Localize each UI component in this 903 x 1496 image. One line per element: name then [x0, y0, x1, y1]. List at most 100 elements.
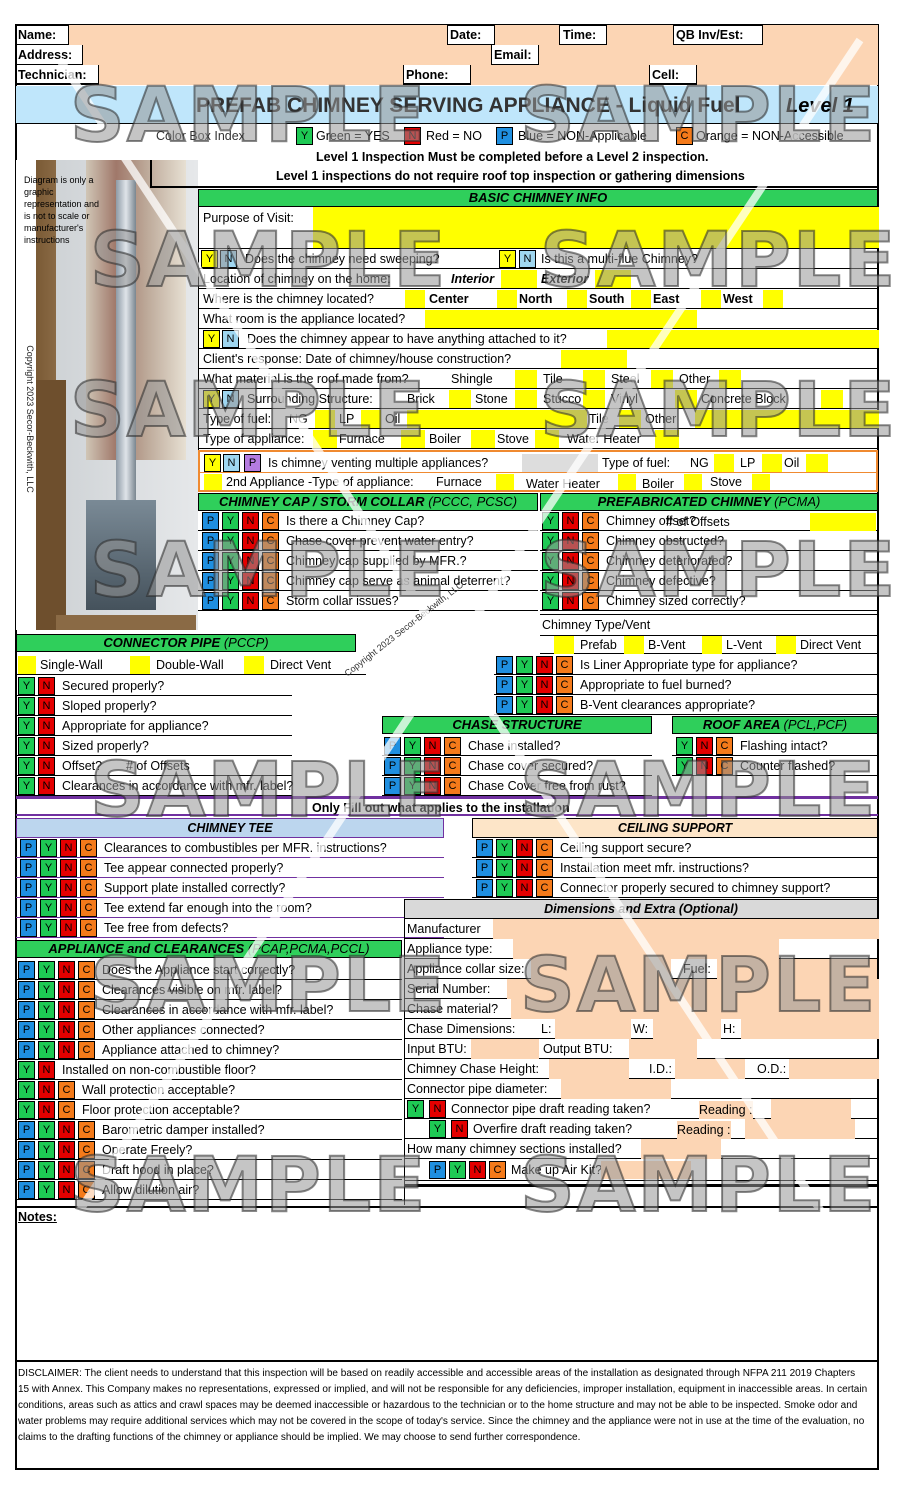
- liner-y-box[interactable]: Y: [516, 656, 533, 674]
- input-btu-field[interactable]: [471, 1039, 539, 1059]
- multiflue-yes[interactable]: Y: [499, 250, 516, 268]
- tee-c-box[interactable]: C: [80, 859, 97, 877]
- west-option[interactable]: West: [723, 292, 753, 306]
- cap-c-box[interactable]: C: [262, 592, 279, 610]
- appliance-n-box[interactable]: N: [38, 1101, 55, 1119]
- chase-y-box[interactable]: Y: [404, 757, 421, 775]
- vent-direct[interactable]: Direct Vent: [800, 638, 862, 652]
- surround-yes[interactable]: Y: [203, 390, 220, 408]
- furnace-option[interactable]: Furnace: [339, 432, 385, 446]
- attached-yes[interactable]: Y: [203, 330, 220, 348]
- brick-option[interactable]: Brick: [407, 392, 435, 406]
- ceiling-n-box[interactable]: N: [516, 839, 533, 857]
- prefab-n-box[interactable]: N: [562, 512, 579, 530]
- liner-p-box[interactable]: P: [496, 656, 513, 674]
- connector-y-box[interactable]: Y: [18, 677, 35, 695]
- connector-single[interactable]: Single-Wall: [40, 658, 103, 672]
- stone-option[interactable]: Stone: [475, 392, 508, 406]
- cap-c-box[interactable]: C: [262, 512, 279, 530]
- appliance-p-box[interactable]: P: [18, 1041, 35, 1059]
- ceiling-y-box[interactable]: Y: [496, 859, 513, 877]
- vent-lvent[interactable]: L-Vent: [726, 638, 763, 652]
- tee-y-box[interactable]: Y: [40, 859, 57, 877]
- makeup-no[interactable]: N: [469, 1161, 486, 1179]
- stucco-option[interactable]: Stucco: [543, 392, 582, 406]
- center-option[interactable]: Center: [429, 292, 469, 306]
- prefab-y-box[interactable]: Y: [542, 572, 559, 590]
- appliance-c-box[interactable]: C: [78, 961, 95, 979]
- tee-c-box[interactable]: C: [80, 839, 97, 857]
- prefab-c-box[interactable]: C: [582, 552, 599, 570]
- other-option[interactable]: Other: [679, 372, 711, 386]
- ceiling-p-box[interactable]: P: [476, 839, 493, 857]
- cap-c-box[interactable]: C: [262, 572, 279, 590]
- tile-option[interactable]: Tile: [543, 372, 563, 386]
- address-field[interactable]: [82, 45, 492, 65]
- tee-p-box[interactable]: P: [20, 859, 37, 877]
- liner-c-box[interactable]: C: [556, 656, 573, 674]
- connector-y-box[interactable]: Y: [18, 777, 35, 795]
- steel-option[interactable]: Steel: [611, 372, 640, 386]
- ceiling-p-box[interactable]: P: [476, 859, 493, 877]
- id-field[interactable]: [675, 1059, 745, 1079]
- second-stove[interactable]: Stove: [710, 475, 742, 489]
- liner-y-box[interactable]: Y: [516, 676, 533, 694]
- appliance-p-box[interactable]: P: [18, 1021, 35, 1039]
- collar-field[interactable]: [531, 959, 671, 979]
- ceiling-c-box[interactable]: C: [536, 879, 553, 897]
- cap-n-box[interactable]: N: [242, 512, 259, 530]
- chase-c-box[interactable]: C: [444, 777, 461, 795]
- cap-y-box[interactable]: Y: [222, 532, 239, 550]
- appliance-y-box[interactable]: Y: [38, 981, 55, 999]
- appliance-y-box[interactable]: Y: [38, 1001, 55, 1019]
- cap-y-box[interactable]: Y: [222, 552, 239, 570]
- appliance-p-box[interactable]: P: [18, 1181, 35, 1199]
- appliance-y-box[interactable]: Y: [38, 1161, 55, 1179]
- attached-field[interactable]: [607, 330, 879, 348]
- boiler-option[interactable]: Boiler: [429, 432, 461, 446]
- overfire-yes[interactable]: Y: [429, 1120, 446, 1138]
- roof-c-box[interactable]: C: [716, 737, 733, 755]
- cap-p-box[interactable]: P: [202, 592, 219, 610]
- appliance-c-box[interactable]: C: [78, 1141, 95, 1159]
- prefab-y-box[interactable]: Y: [542, 512, 559, 530]
- draft-no[interactable]: N: [429, 1100, 446, 1118]
- appliance-y-box[interactable]: Y: [38, 1121, 55, 1139]
- cap-n-box[interactable]: N: [242, 532, 259, 550]
- tee-n-box[interactable]: N: [60, 859, 77, 877]
- tile2-option[interactable]: Tile: [589, 412, 609, 426]
- ceiling-n-box[interactable]: N: [516, 859, 533, 877]
- cap-p-box[interactable]: P: [202, 532, 219, 550]
- cap-y-box[interactable]: Y: [222, 512, 239, 530]
- ceiling-p-box[interactable]: P: [476, 879, 493, 897]
- cap-c-box[interactable]: C: [262, 532, 279, 550]
- date-field[interactable]: [494, 25, 560, 45]
- prefab-c-box[interactable]: C: [582, 512, 599, 530]
- vent-bvent[interactable]: B-Vent: [648, 638, 686, 652]
- second-waterheater[interactable]: Water Heater: [526, 477, 600, 491]
- liner-c-box[interactable]: C: [556, 696, 573, 714]
- south-option[interactable]: South: [589, 292, 625, 306]
- interior-check[interactable]: [501, 270, 537, 288]
- ceiling-n-box[interactable]: N: [516, 879, 533, 897]
- multiflue-no[interactable]: N: [519, 250, 536, 268]
- appliance-n-box[interactable]: N: [58, 1181, 75, 1199]
- fuel2-oil[interactable]: Oil: [784, 456, 800, 470]
- appliance-n-box[interactable]: N: [58, 961, 75, 979]
- connector-n-box[interactable]: N: [38, 677, 55, 695]
- sections-field[interactable]: [641, 1139, 721, 1159]
- output-btu-field[interactable]: [629, 1039, 697, 1059]
- appliance-y-box[interactable]: Y: [38, 1181, 55, 1199]
- connector-y-box[interactable]: Y: [18, 757, 35, 775]
- appliance-p-box[interactable]: P: [18, 1121, 35, 1139]
- cap-n-box[interactable]: N: [242, 592, 259, 610]
- appliance-p-box[interactable]: P: [18, 981, 35, 999]
- appliance-c-box[interactable]: C: [78, 981, 95, 999]
- tee-n-box[interactable]: N: [60, 899, 77, 917]
- cap-p-box[interactable]: P: [202, 512, 219, 530]
- prefab-n-box[interactable]: N: [562, 592, 579, 610]
- chase-p-box[interactable]: P: [384, 737, 401, 755]
- other2-option[interactable]: Other: [645, 412, 677, 426]
- chase-l-field[interactable]: [555, 1019, 631, 1039]
- roof-y-box[interactable]: Y: [676, 757, 693, 775]
